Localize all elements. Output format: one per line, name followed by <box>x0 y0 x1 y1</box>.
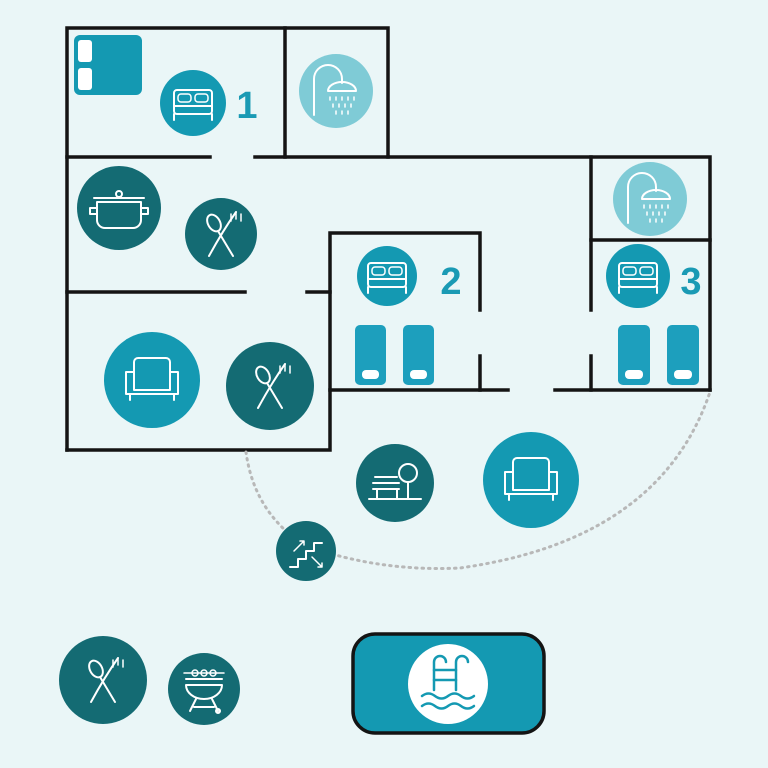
terrace-path <box>244 390 712 570</box>
living-room <box>104 332 314 430</box>
kitchen <box>77 166 257 270</box>
cutlery-icon <box>185 198 257 270</box>
cooking-pot-icon <box>77 166 161 250</box>
room-number-1: 1 <box>236 85 257 127</box>
pool <box>351 632 546 735</box>
room-number-3: 3 <box>680 261 701 303</box>
bedroom-3: 3 <box>606 244 702 385</box>
stairs-icon <box>276 521 336 581</box>
armchair-icon <box>104 332 200 428</box>
barbecue-grill-icon <box>168 653 240 725</box>
double-bed-icon <box>357 246 417 306</box>
cutlery-icon <box>226 342 314 430</box>
armchair-icon <box>483 432 579 528</box>
single-bed-icon <box>618 325 650 385</box>
single-bed-icon <box>667 325 699 385</box>
cutlery-icon <box>59 636 147 724</box>
single-bed-icon <box>355 325 386 385</box>
pool-ladder-icon <box>408 644 488 724</box>
single-bed-icon <box>403 325 434 385</box>
walls <box>65 26 712 452</box>
bedroom-2: 2 <box>355 246 462 385</box>
garden-bench-icon <box>356 444 434 522</box>
bedroom-1: 1 <box>74 35 258 136</box>
shower-icon <box>299 54 373 128</box>
room-number-2: 2 <box>440 261 461 303</box>
double-bed-icon <box>606 244 670 308</box>
shower-icon <box>613 162 687 236</box>
double-bed-icon <box>160 70 226 136</box>
single-beds-icon <box>74 35 142 95</box>
